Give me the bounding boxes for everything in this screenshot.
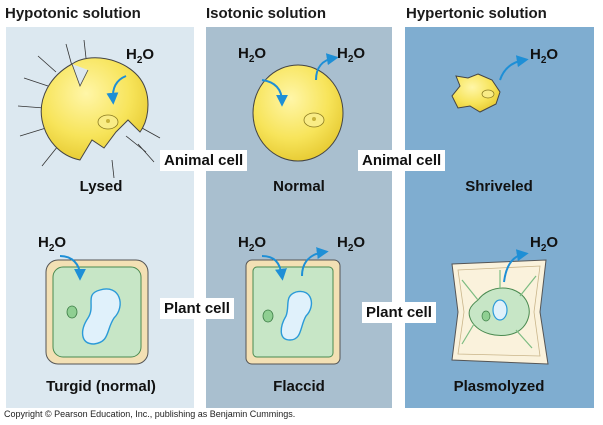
- water-label-flaccid-out: H2O: [337, 234, 366, 254]
- caption-lysed: Lysed: [79, 178, 123, 195]
- water-label-normal-in: H2O: [238, 45, 267, 65]
- caption-flaccid: Flaccid: [273, 378, 325, 395]
- water-label-plasmolyzed: H2O: [530, 234, 559, 254]
- caption-normal: Normal: [273, 178, 325, 195]
- water-flow-arrows: [59, 53, 529, 283]
- lysed-animal-cell: [17, 39, 161, 179]
- water-label-normal-out: H2O: [337, 45, 366, 65]
- row-label-plant-cell-1: Plant cell: [160, 298, 234, 319]
- row-label-animal-cell-1: Animal cell: [160, 150, 248, 171]
- header-isotonic: Isotonic solution: [206, 5, 326, 22]
- row-label-animal-cell-2: Animal cell: [358, 150, 446, 171]
- copyright-notice: Copyright © Pearson Education, Inc., pub…: [4, 409, 296, 419]
- water-label-turgid: H2O: [38, 234, 67, 254]
- header-hypertonic: Hypertonic solution: [406, 5, 547, 22]
- flaccid-plant-cell: [245, 259, 341, 365]
- water-label-lysed: H2O: [126, 46, 155, 66]
- row-label-plant-cell-2: Plant cell: [362, 302, 436, 323]
- caption-turgid: Turgid (normal): [46, 378, 156, 395]
- water-label-flaccid-in: H2O: [238, 234, 267, 254]
- header-hypotonic: Hypotonic solution: [5, 5, 141, 22]
- normal-animal-cell: [252, 64, 344, 162]
- caption-plasmolyzed: Plasmolyzed: [453, 378, 545, 395]
- caption-shriveled: Shriveled: [465, 178, 533, 195]
- plasmolyzed-plant-cell: [451, 259, 549, 365]
- shriveled-animal-cell: [451, 73, 501, 113]
- turgid-plant-cell: [45, 259, 149, 365]
- water-label-shriveled: H2O: [530, 46, 559, 66]
